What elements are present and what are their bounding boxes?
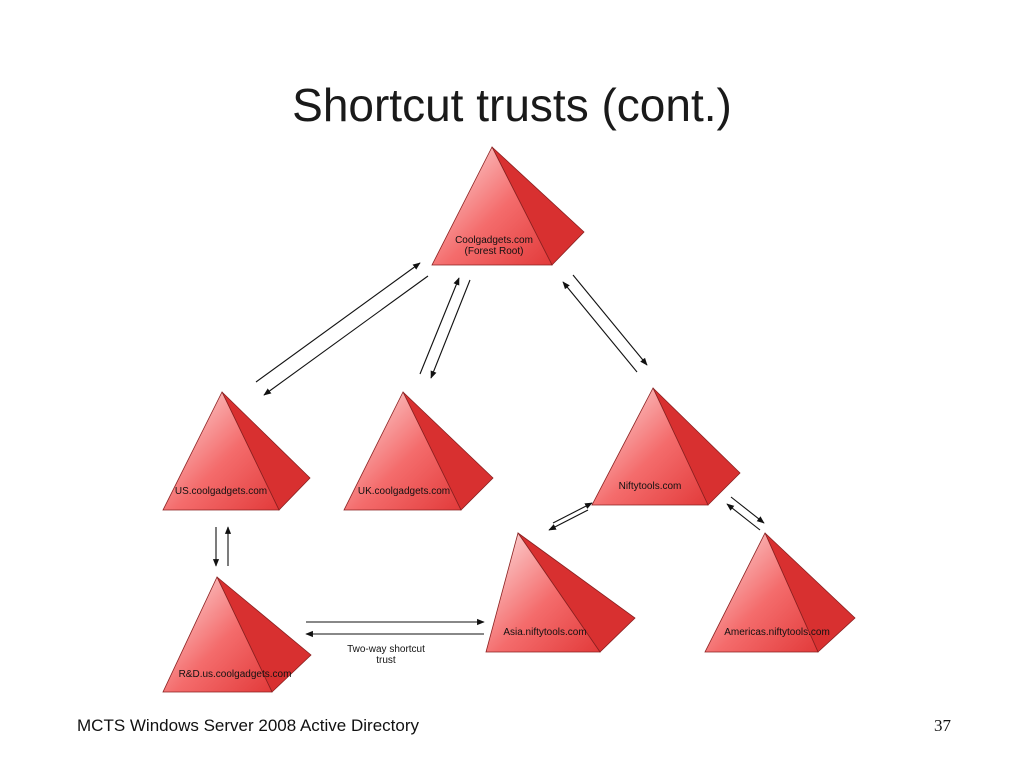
arrow-line-forward bbox=[730, 496, 765, 524]
domain-node-rd: R&D.us.coolgadgets.com bbox=[162, 576, 312, 693]
trust-arrow-us-rd bbox=[212, 526, 232, 567]
arrow-line-forward bbox=[419, 277, 460, 375]
arrow-line-forward bbox=[562, 281, 638, 373]
arrow-line-back bbox=[572, 274, 648, 366]
domain-node-americas: Americas.niftytools.com bbox=[704, 532, 856, 653]
arrow-line-forward bbox=[548, 509, 589, 531]
domain-label-coolgadgets: Coolgadgets.com(Forest Root) bbox=[455, 235, 533, 257]
pyramid-front-face bbox=[431, 146, 553, 266]
domain-label-us: US.coolgadgets.com bbox=[175, 486, 267, 497]
trust-arrow-coolgadgets-niftytools bbox=[562, 274, 648, 373]
arrow-line-back bbox=[263, 275, 429, 396]
arrow-line-back bbox=[552, 502, 593, 524]
pyramid-front-face bbox=[162, 391, 280, 511]
domain-node-asia: Asia.niftytools.com bbox=[485, 532, 636, 653]
domain-nodes: Coolgadgets.com(Forest Root) US.coolgadge… bbox=[162, 146, 856, 693]
domain-node-niftytools: Niftytools.com bbox=[591, 387, 741, 506]
domain-node-uk: UK.coolgadgets.com bbox=[343, 391, 494, 511]
trust-arrow-rd-asia bbox=[305, 618, 485, 638]
slide-footer: MCTS Windows Server 2008 Active Director… bbox=[77, 716, 419, 735]
domain-label-niftytools: Niftytools.com bbox=[619, 481, 682, 492]
domain-node-us: US.coolgadgets.com bbox=[162, 391, 311, 511]
trust-arrow-coolgadgets-uk bbox=[419, 277, 471, 379]
arrow-line-back bbox=[726, 503, 761, 531]
trust-arrow-niftytools-asia bbox=[548, 502, 593, 531]
pyramid-front-face bbox=[591, 387, 709, 506]
page-number: 37 bbox=[934, 716, 951, 735]
domain-label-asia: Asia.niftytools.com bbox=[503, 627, 586, 638]
domain-node-coolgadgets: Coolgadgets.com(Forest Root) bbox=[431, 146, 585, 266]
pyramid-front-face bbox=[343, 391, 462, 511]
arrow-line-forward bbox=[255, 262, 421, 383]
domain-label-uk: UK.coolgadgets.com bbox=[358, 486, 450, 497]
trust-arrow-niftytools-americas bbox=[726, 496, 765, 531]
pyramid-front-face bbox=[485, 532, 601, 653]
domain-label-americas: Americas.niftytools.com bbox=[724, 627, 830, 638]
pyramid-front-face bbox=[162, 576, 273, 693]
domain-label-rd: R&D.us.coolgadgets.com bbox=[179, 669, 292, 680]
pyramid-front-face bbox=[704, 532, 819, 653]
trust-arrows bbox=[212, 262, 765, 638]
trust-arrow-coolgadgets-us bbox=[255, 262, 429, 396]
slide-title: Shortcut trusts (cont.) bbox=[292, 79, 732, 131]
arrow-line-back bbox=[430, 279, 471, 379]
